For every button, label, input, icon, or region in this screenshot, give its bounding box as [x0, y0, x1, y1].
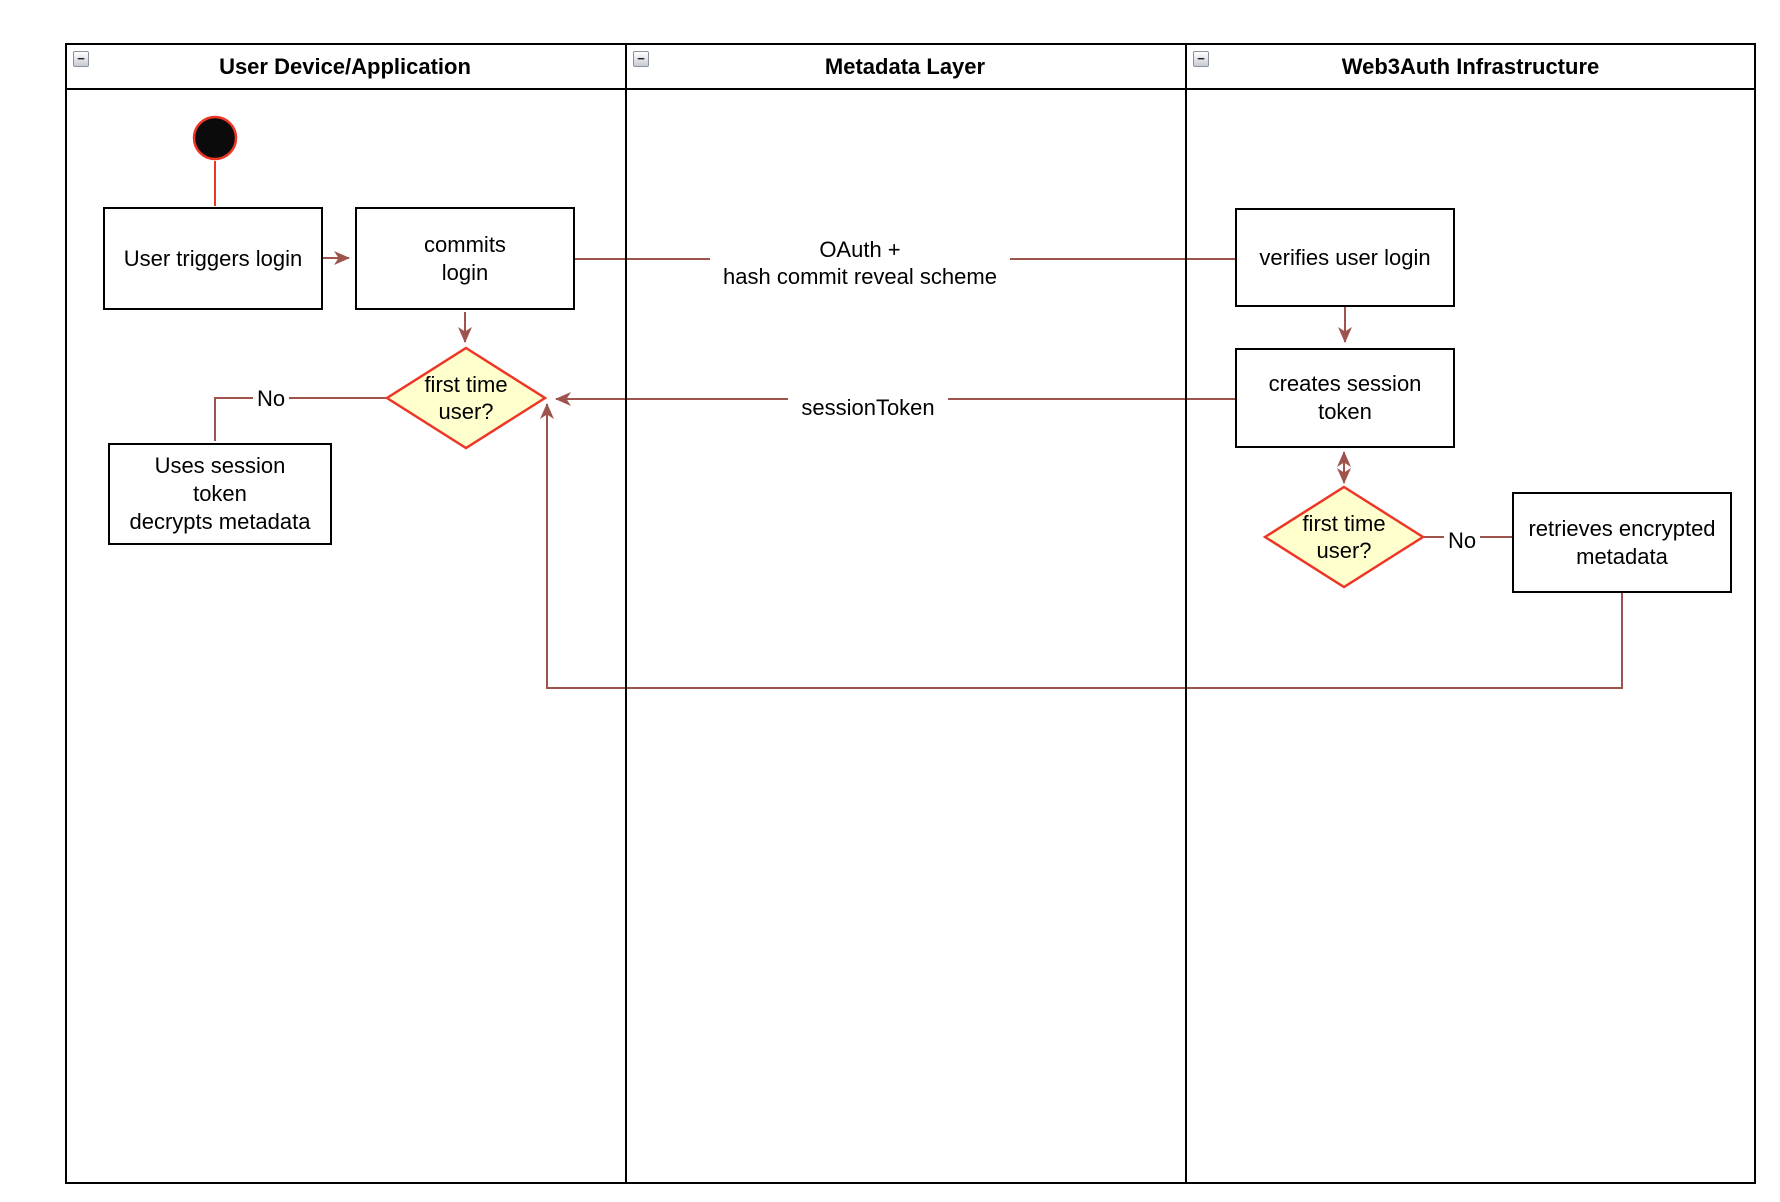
- lane-header-web3auth: Web3Auth Infrastructure: [1341, 53, 1600, 79]
- node-uses-session-token[interactable]: Uses session token decrypts metadata: [108, 443, 332, 545]
- decision-diamond-1[interactable]: [384, 346, 548, 450]
- edge-retrieves-to-decision1: [540, 403, 1623, 689]
- collapse-lane-icon[interactable]: −: [633, 51, 649, 67]
- header-divider: [65, 88, 1756, 90]
- edge-label-no-1: No: [253, 385, 289, 411]
- edge-label-sessiontoken: sessionToken: [788, 394, 948, 420]
- decision1-label: first time user?: [424, 372, 508, 424]
- decision-diamond-2[interactable]: [1262, 485, 1426, 589]
- node-retrieves-encrypted-metadata[interactable]: retrieves encrypted metadata: [1512, 492, 1732, 593]
- edge-decision1-no-branch: [214, 397, 387, 441]
- collapse-lane-icon[interactable]: −: [73, 51, 89, 67]
- lane-divider-2: [1185, 43, 1187, 1184]
- node-user-triggers-login[interactable]: User triggers login: [103, 207, 323, 310]
- lane-header-metadata-layer: Metadata Layer: [824, 53, 986, 79]
- node-creates-session-token[interactable]: creates session token: [1235, 348, 1455, 448]
- edge-label-oauth: OAuth + hash commit reveal scheme: [710, 236, 1010, 290]
- node-verifies-user-login[interactable]: verifies user login: [1235, 208, 1455, 307]
- edge-label-no-2: No: [1444, 527, 1480, 553]
- start-node[interactable]: [192, 115, 238, 161]
- collapse-lane-icon[interactable]: −: [1193, 51, 1209, 67]
- decision2-label: first time user?: [1302, 511, 1386, 563]
- lane-divider-1: [625, 43, 627, 1184]
- lane-header-user-device: User Device/Application: [219, 53, 471, 79]
- node-commits-login[interactable]: commits login: [355, 207, 575, 310]
- pool-frame: [65, 43, 1756, 1184]
